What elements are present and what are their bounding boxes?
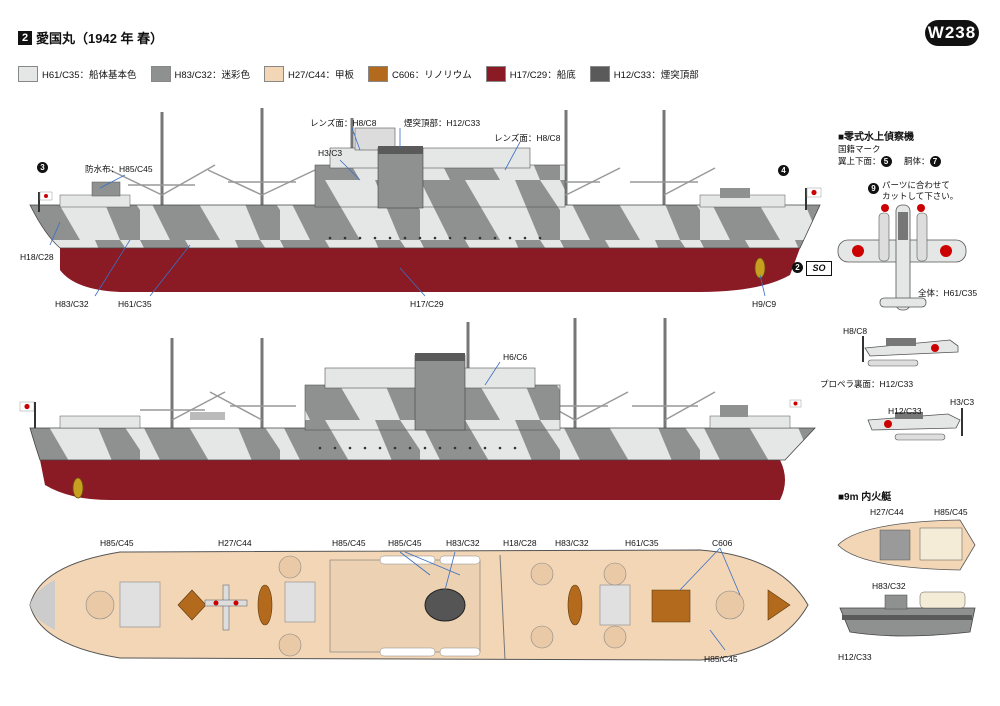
ship-name: 愛国丸（1942 年 春）	[36, 31, 164, 46]
label-floatplane-overall: 全体：H61/C35	[918, 288, 978, 298]
label-floatplane-h8c8: H8/C8	[843, 326, 868, 336]
launch-side-view	[839, 591, 976, 637]
label-lens-face-left: レンズ面：H8/C8	[310, 118, 377, 128]
label-h83c32-side: H83/C32	[55, 299, 89, 309]
marker-4: 4	[778, 165, 789, 177]
ship-side-view-starboard	[29, 108, 822, 292]
floatplane-top-view	[837, 204, 967, 311]
floatplane-side-view-2	[867, 408, 963, 441]
label-deck-h83c32-b: H83/C32	[555, 538, 589, 548]
label-cut-note-1: パーツに合わせて	[882, 180, 950, 190]
legend-item-hull: H61/C35：船体基本色	[18, 66, 137, 82]
label-deck-h85c45-c: H85/C45	[388, 538, 422, 548]
label-h17c29: H17/C29	[410, 299, 444, 309]
label-funnel-top: 煙突頂部：H12/C33	[404, 118, 481, 128]
label-launch-h85c45: H85/C45	[934, 507, 968, 517]
label-h9c9: H9/C9	[752, 299, 777, 309]
floatplane-side-view-1	[862, 336, 959, 367]
label-deck-c606: C606	[712, 538, 733, 548]
label-launch-h27c44: H27/C44	[870, 507, 904, 517]
legend-swatch	[368, 66, 388, 82]
label-floatplane-h12c33: H12/C33	[888, 406, 922, 416]
label-prop-back: プロペラ裏面：H12/C33	[820, 379, 914, 389]
label-fuselage-roundel: 胴体：7	[904, 155, 941, 168]
legend-item-bottom: H17/C29：船底	[485, 66, 576, 82]
product-code-badge: W238	[925, 20, 979, 46]
label-deck-h83c32: H83/C32	[446, 538, 480, 548]
legend-item-linoleum: C606：リノリウム	[368, 66, 472, 82]
legend-swatch	[485, 66, 506, 82]
marker-3: 3	[37, 162, 48, 174]
label-cut-note-2: カットして下さい。	[882, 191, 959, 201]
label-deck-h85c45-b: H85/C45	[332, 538, 366, 548]
label-tarp: 防水布：H85/C45	[85, 164, 153, 174]
label-deck-h18c28: H18/C28	[503, 538, 537, 548]
section-title: 2 愛国丸（1942 年 春）	[18, 28, 163, 47]
legend-item-deck: H27/C44：甲板	[264, 66, 354, 82]
ship-deck-plan	[29, 549, 809, 661]
color-legend: H61/C35：船体基本色 H83/C32：迷彩色 H27/C44：甲板 C60…	[18, 66, 699, 82]
label-h6c6: H6/C6	[503, 352, 528, 362]
launch-heading: ■9m 内火艇	[838, 492, 892, 503]
launch-top-view	[837, 519, 976, 571]
label-deck-h27c44: H27/C44	[218, 538, 252, 548]
floatplane-heading: ■零式水上偵察機	[838, 132, 915, 143]
label-deck-h61c35: H61/C35	[625, 538, 659, 548]
label-deck-h85c45-a: H85/C45	[100, 538, 134, 548]
label-floatplane-h3c3: H3/C3	[950, 397, 975, 407]
legend-swatch	[264, 66, 284, 82]
label-deck-h85c45-d: H85/C45	[704, 654, 738, 664]
label-launch-h12c33: H12/C33	[838, 652, 872, 662]
legend-swatch	[150, 66, 171, 82]
so-mark: SO	[806, 261, 832, 276]
label-h61c35-side: H61/C35	[118, 299, 152, 309]
ship-side-view-port	[19, 318, 816, 500]
label-wing-roundel: 翼上下面：5	[838, 155, 892, 168]
section-number: 2	[18, 30, 32, 45]
legend-swatch	[18, 66, 38, 82]
label-launch-h83c32: H83/C32	[872, 581, 906, 591]
legend-item-camo: H83/C32：迷彩色	[150, 66, 250, 82]
label-roundel: 国籍マーク	[838, 144, 881, 154]
legend-swatch	[589, 66, 610, 82]
marker-2: 2	[792, 262, 803, 274]
marker-9: 9	[868, 183, 879, 195]
label-h3c3: H3/C3	[318, 148, 343, 158]
label-lens-face-right: レンズ面：H8/C8	[494, 133, 561, 143]
label-h18c28-side: H18/C28	[20, 252, 54, 262]
legend-item-funnel-top: H12/C33：煙突頂部	[589, 66, 699, 82]
